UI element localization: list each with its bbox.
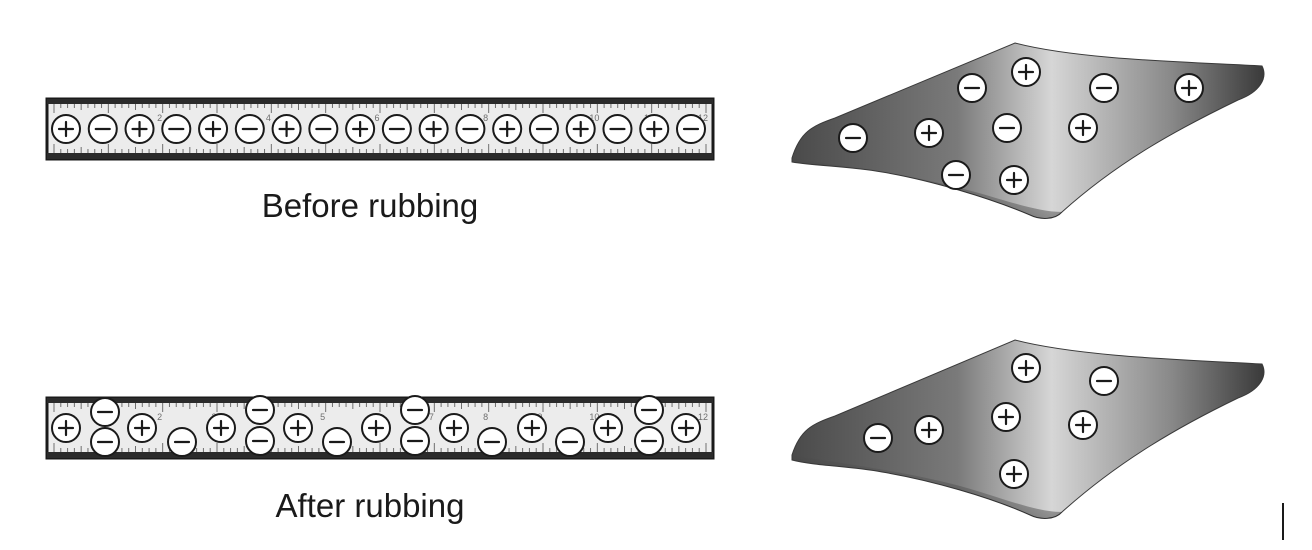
negative-charge-icon bbox=[528, 114, 559, 144]
ruler-number: 12 bbox=[698, 412, 708, 422]
negative-charge-icon bbox=[455, 114, 486, 144]
positive-charge-icon bbox=[1068, 410, 1098, 440]
positive-charge-icon bbox=[206, 413, 236, 443]
cloth-charges bbox=[863, 353, 1119, 489]
negative-charge-icon bbox=[941, 160, 971, 190]
positive-charge-icon bbox=[914, 118, 944, 148]
positive-charge-icon bbox=[914, 415, 944, 445]
cloth-shape bbox=[791, 42, 1265, 219]
positive-charge-icon bbox=[418, 114, 449, 144]
negative-charge-icon bbox=[634, 426, 664, 456]
ruler-number: 5 bbox=[320, 412, 325, 422]
before-panel: 123456789101112 Before rubbing bbox=[45, 42, 1265, 224]
negative-charge-icon bbox=[602, 114, 633, 144]
before-ruler: 123456789101112 bbox=[45, 97, 715, 161]
ruler-number: 8 bbox=[483, 113, 488, 123]
ruler-number: 4 bbox=[266, 113, 271, 123]
positive-charge-icon bbox=[492, 114, 523, 144]
negative-charge-icon bbox=[245, 426, 275, 456]
negative-charge-icon bbox=[90, 427, 120, 457]
ruler-number: 7 bbox=[429, 412, 434, 422]
ruler-number: 12 bbox=[698, 113, 708, 123]
negative-charge-icon bbox=[634, 395, 664, 425]
negative-charge-icon bbox=[400, 395, 430, 425]
negative-charge-icon bbox=[87, 114, 118, 144]
positive-charge-icon bbox=[1011, 57, 1041, 87]
negative-charge-icon bbox=[245, 395, 275, 425]
positive-charge-icon bbox=[439, 413, 469, 443]
positive-charge-icon bbox=[271, 114, 302, 144]
before-caption: Before rubbing bbox=[262, 187, 478, 224]
positive-charge-icon bbox=[124, 114, 155, 144]
ruler-number: 8 bbox=[483, 412, 488, 422]
negative-charge-icon bbox=[957, 73, 987, 103]
ruler-bottom-edge bbox=[47, 452, 713, 458]
ruler-top-edge bbox=[47, 398, 713, 403]
after-cloth bbox=[791, 339, 1265, 519]
ruler-number: 2 bbox=[157, 113, 162, 123]
cloth-charges bbox=[838, 57, 1204, 195]
positive-charge-icon bbox=[999, 165, 1029, 195]
positive-charge-icon bbox=[127, 413, 157, 443]
positive-charge-icon bbox=[671, 413, 701, 443]
negative-charge-icon bbox=[1089, 73, 1119, 103]
positive-charge-icon bbox=[345, 114, 376, 144]
positive-charge-icon bbox=[593, 413, 623, 443]
cloth-shadow bbox=[792, 158, 1062, 219]
positive-charge-icon bbox=[1011, 353, 1041, 383]
ruler-top-edge bbox=[47, 99, 713, 104]
negative-charge-icon bbox=[308, 114, 339, 144]
positive-charge-icon bbox=[999, 459, 1029, 489]
cloth-shape bbox=[791, 339, 1265, 519]
positive-charge-icon bbox=[51, 114, 81, 144]
positive-charge-icon bbox=[51, 413, 81, 443]
negative-charge-icon bbox=[992, 113, 1022, 143]
cloth-shadow bbox=[792, 455, 1062, 519]
negative-charge-icon bbox=[167, 427, 197, 457]
negative-charge-icon bbox=[381, 114, 412, 144]
negative-charge-icon bbox=[1089, 366, 1119, 396]
negative-charge-icon bbox=[234, 114, 265, 144]
negative-charge-icon bbox=[555, 427, 585, 457]
negative-charge-icon bbox=[90, 397, 120, 427]
negative-charge-icon bbox=[838, 123, 868, 153]
ruler-number: 2 bbox=[157, 412, 162, 422]
negative-charge-icon bbox=[477, 427, 507, 457]
positive-charge-icon bbox=[1174, 73, 1204, 103]
after-caption: After rubbing bbox=[276, 487, 465, 524]
ruler-number: 10 bbox=[589, 412, 599, 422]
positive-charge-icon bbox=[639, 114, 670, 144]
after-panel: 123456789101112 After rubbing bbox=[45, 339, 1265, 524]
negative-charge-icon bbox=[322, 427, 352, 457]
ruler-charges bbox=[51, 114, 706, 144]
negative-charge-icon bbox=[400, 426, 430, 456]
before-cloth bbox=[791, 42, 1265, 219]
negative-charge-icon bbox=[161, 114, 192, 144]
positive-charge-icon bbox=[565, 114, 596, 144]
ruler-ticks bbox=[53, 104, 707, 153]
ruler-bottom-edge bbox=[47, 153, 713, 159]
positive-charge-icon bbox=[198, 114, 229, 144]
ruler-number: 10 bbox=[589, 113, 599, 123]
positive-charge-icon bbox=[991, 402, 1021, 432]
positive-charge-icon bbox=[361, 413, 391, 443]
ruler-number: 6 bbox=[374, 113, 379, 123]
positive-charge-icon bbox=[517, 413, 547, 443]
positive-charge-icon bbox=[1068, 113, 1098, 143]
positive-charge-icon bbox=[283, 413, 313, 443]
ruler-charges bbox=[51, 395, 701, 457]
after-ruler: 123456789101112 bbox=[45, 395, 715, 460]
negative-charge-icon bbox=[676, 114, 706, 144]
negative-charge-icon bbox=[863, 423, 893, 453]
